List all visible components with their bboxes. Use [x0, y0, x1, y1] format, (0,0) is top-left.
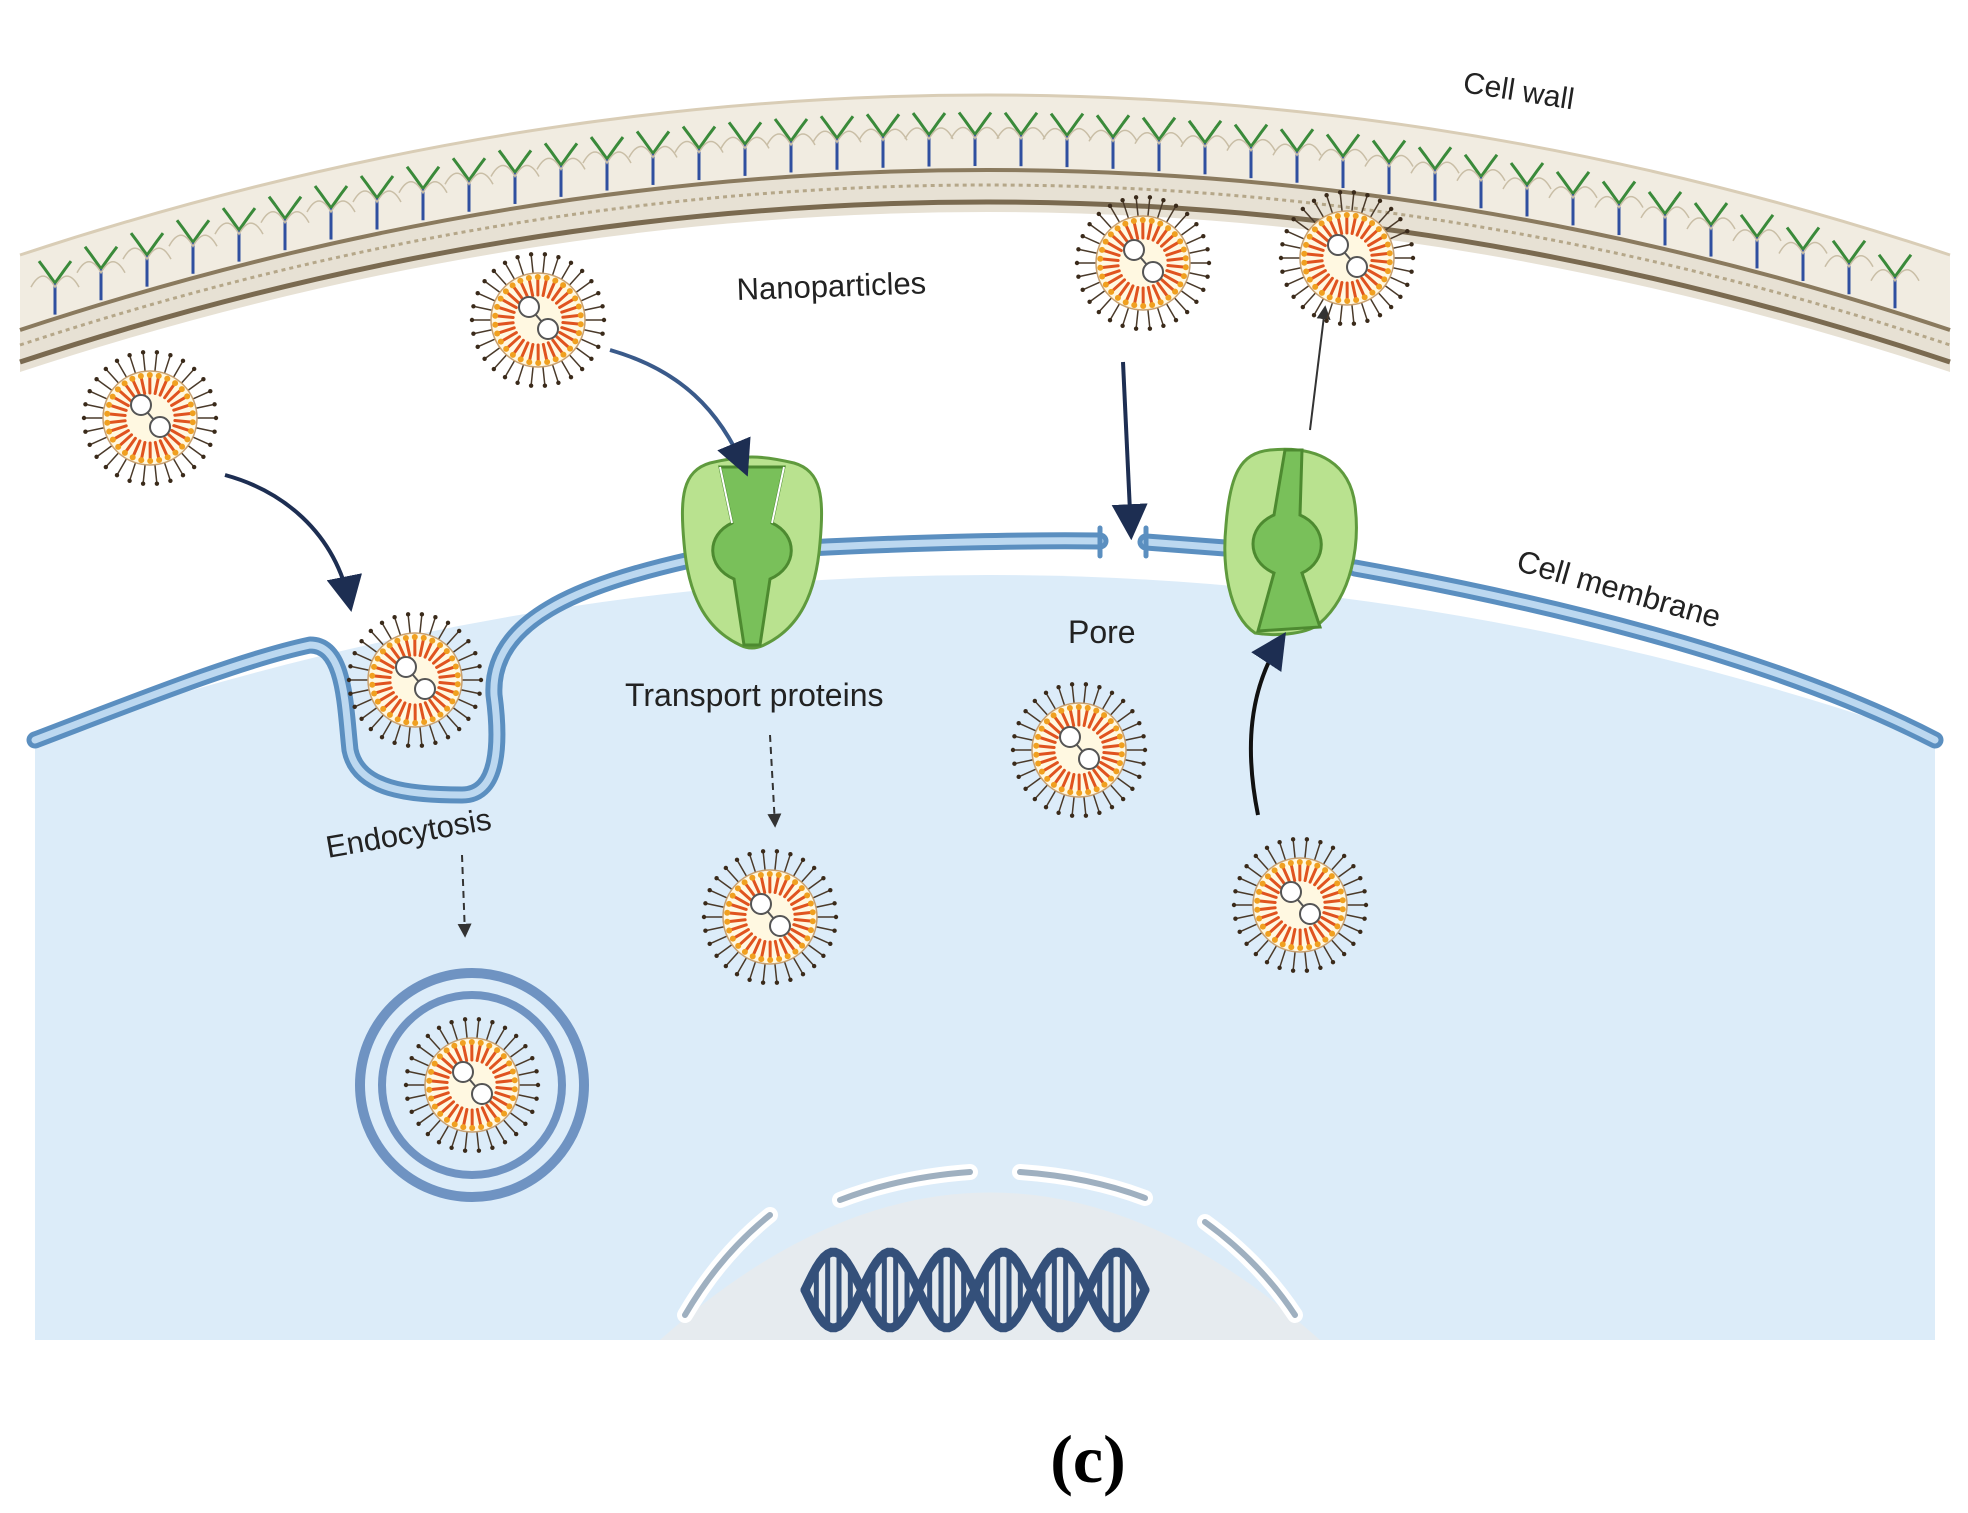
glycan-icon	[83, 245, 119, 270]
nanoparticle-icon	[81, 350, 219, 486]
arrow-endocytosis-down	[457, 854, 472, 938]
transport-protein-right	[1223, 447, 1358, 637]
glycan-icon	[727, 121, 763, 146]
cell-membrane	[26, 525, 1944, 804]
glycan-icon	[1049, 112, 1085, 137]
cytoplasm	[35, 575, 1935, 1340]
glycan-icon	[589, 136, 625, 160]
glycan-icon	[819, 115, 855, 140]
nuclear-envelope-line	[682, 1169, 1298, 1318]
glycan-icon	[1141, 116, 1177, 141]
arrows	[224, 305, 1331, 938]
glycan-icon	[129, 232, 165, 257]
glycan-icon	[405, 165, 441, 190]
glycan-icon	[1831, 239, 1867, 264]
glycan-icon	[635, 130, 671, 155]
nanoparticle-icon	[1010, 682, 1148, 818]
glycan-icon	[313, 185, 349, 209]
arrow-transport-down	[767, 734, 782, 828]
glycan-icon	[1647, 191, 1683, 215]
nanoparticle-icon	[701, 849, 839, 985]
arrow-endocytosis-in	[224, 473, 362, 613]
glycan-icon	[1877, 253, 1913, 278]
glycan-icon	[1463, 153, 1499, 178]
glycan-icon	[1601, 180, 1637, 205]
glycan-icon	[1325, 133, 1361, 158]
label-cell-wall: Cell wall	[1461, 66, 1576, 116]
glycan-icon	[1187, 119, 1223, 144]
figure-caption: (c)	[1050, 1421, 1125, 1497]
glycan-icon	[681, 125, 717, 150]
cell-wall	[19, 93, 1951, 372]
nanoparticle-icon	[1278, 190, 1416, 326]
glycan-icon	[773, 118, 809, 142]
glycan-icon	[1739, 214, 1775, 238]
glycan-icon	[865, 113, 901, 138]
arrow-export-out	[1309, 305, 1331, 431]
arrow-export-up	[1248, 631, 1286, 816]
glycan-icon	[497, 149, 533, 174]
arrow-pore-in	[1111, 361, 1148, 541]
glycan-icon	[911, 112, 947, 136]
glycan-icon	[359, 175, 395, 199]
nanoparticle-icon	[403, 1017, 541, 1153]
glycan-icon	[451, 157, 487, 182]
endosome-vesicle	[355, 968, 589, 1202]
nanoparticle-icon	[1231, 837, 1369, 973]
nanoparticle-icon	[1074, 195, 1212, 331]
glycan-icon	[1693, 202, 1729, 226]
glycan-icon	[175, 219, 211, 244]
glycan-icon	[1785, 226, 1821, 251]
glycan-icon	[1555, 171, 1591, 195]
glycan-icon	[957, 111, 993, 136]
nanoparticle-icon	[469, 252, 607, 388]
transport-protein-left	[680, 455, 824, 650]
glycan-icon	[1095, 114, 1131, 139]
label-pore: Pore	[1068, 614, 1136, 650]
nanoparticle-icon	[346, 612, 484, 748]
glycan-icon	[1417, 146, 1453, 171]
label-nanoparticles: Nanoparticles	[736, 265, 927, 307]
glycan-icon	[37, 260, 73, 284]
arrow-transport-in	[609, 348, 751, 477]
glycan-icon	[267, 195, 303, 220]
glycan-icon	[1233, 123, 1269, 148]
glycan-icon	[1371, 139, 1407, 164]
glycan-icon	[1509, 162, 1545, 186]
nanoparticles-group	[81, 190, 1416, 1153]
glycan-icon	[1279, 128, 1315, 153]
label-transport-proteins: Transport proteins	[625, 677, 883, 713]
dna-icon	[800, 1247, 1150, 1333]
glycan-icon	[543, 142, 579, 167]
glycan-icon	[1003, 111, 1039, 136]
glycan-icon	[221, 207, 257, 231]
